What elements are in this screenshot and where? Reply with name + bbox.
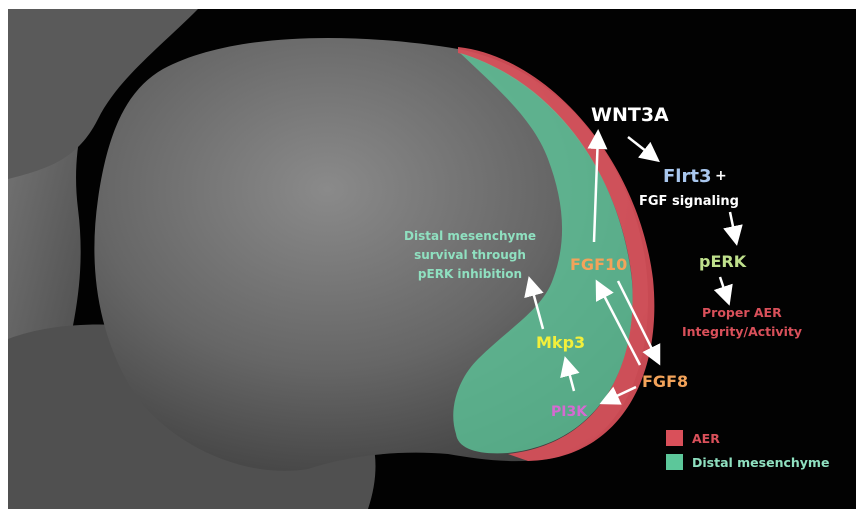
legend-aer-swatch	[666, 430, 683, 446]
label-aer-proper-line1: Proper AER	[702, 305, 782, 320]
label-distal-line1: Distal mesenchyme	[404, 229, 536, 243]
label-fgf-signaling: FGF signaling	[639, 194, 739, 209]
label-pi3k: PI3K	[551, 404, 588, 420]
label-aer-proper-line2: Integrity/Activity	[682, 324, 802, 339]
arrow-wnt3a-to-flrt3	[628, 137, 656, 159]
label-fgf10: FGF10	[570, 255, 627, 274]
legend-distal-swatch	[666, 454, 683, 470]
figure-panel: WNT3A Flrt3 + FGF signaling pERK Proper …	[8, 9, 856, 509]
label-distal-line2: survival through	[414, 248, 526, 262]
legend: AER Distal mesenchyme	[666, 430, 829, 470]
label-flrt3: Flrt3	[663, 166, 711, 187]
label-plus: +	[715, 168, 727, 184]
label-distal-line3: pERK inhibition	[418, 267, 522, 281]
arrow-fgf-signaling-to-perk	[730, 212, 736, 241]
legend-distal-label: Distal mesenchyme	[692, 455, 829, 470]
label-wnt3a: WNT3A	[591, 104, 669, 126]
limb-bud-diagram: WNT3A Flrt3 + FGF signaling pERK Proper …	[8, 9, 856, 509]
arrow-perk-to-aer	[720, 277, 728, 301]
label-fgf8: FGF8	[642, 372, 688, 391]
legend-aer-label: AER	[692, 431, 720, 446]
label-perk: pERK	[699, 252, 747, 271]
label-mkp3: Mkp3	[536, 333, 585, 352]
